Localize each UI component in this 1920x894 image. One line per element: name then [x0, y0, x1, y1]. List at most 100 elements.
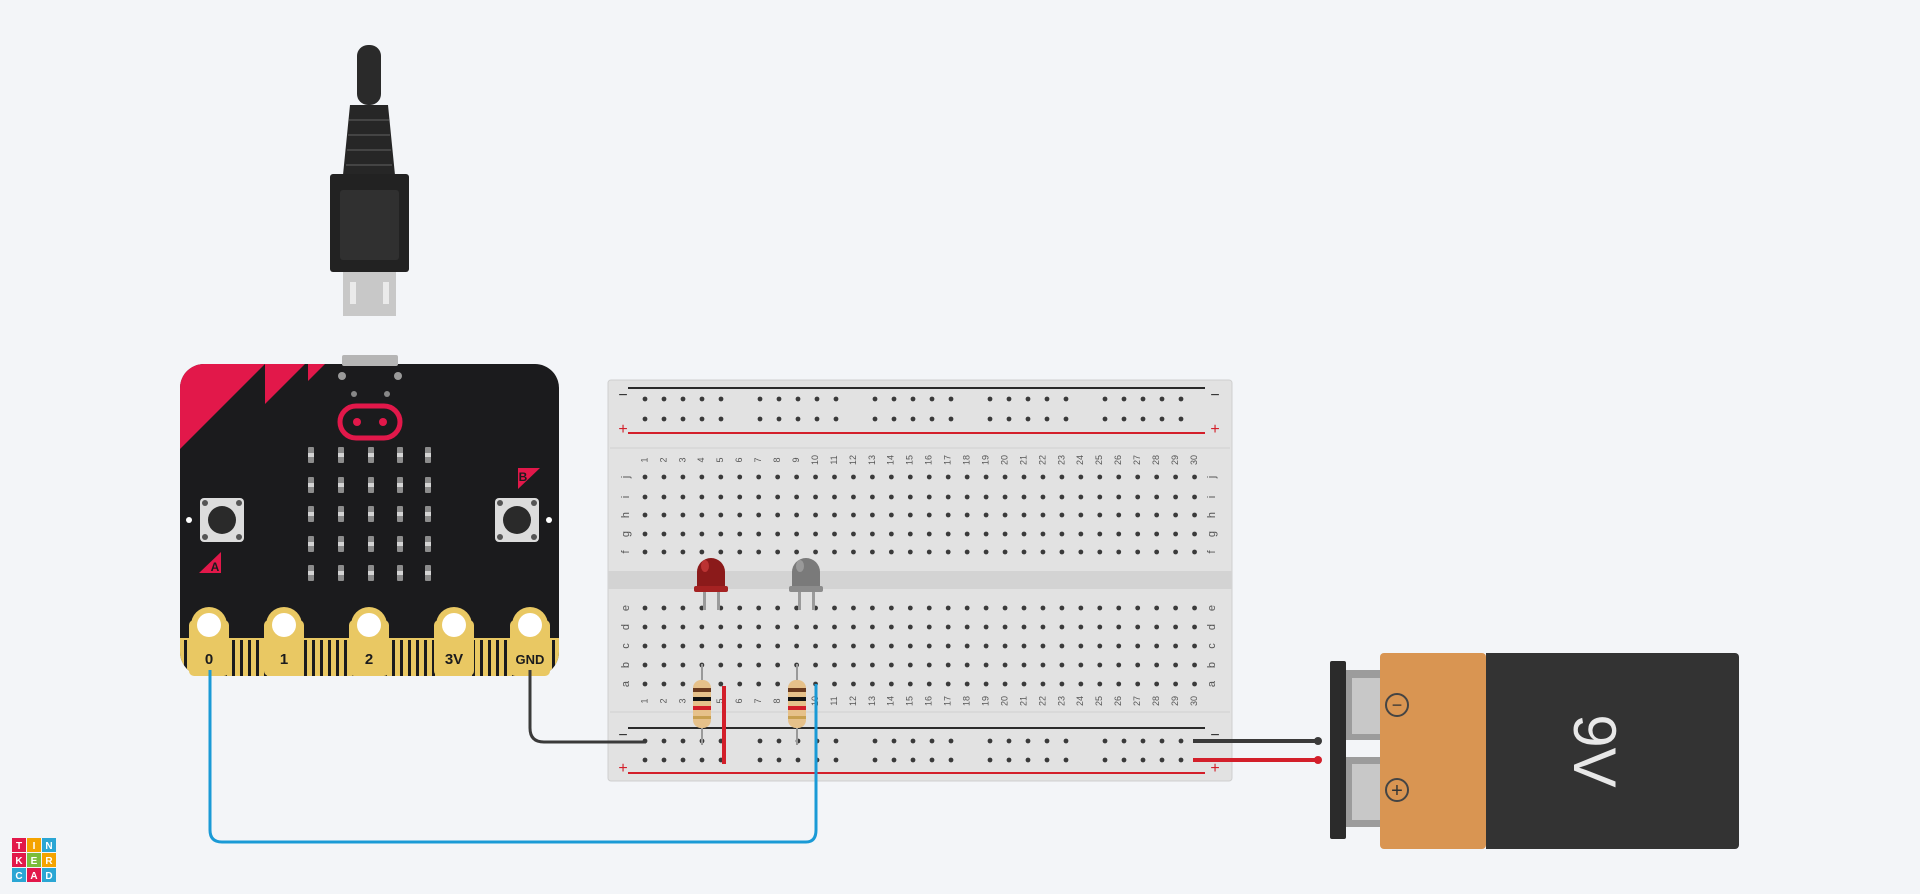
rail-hole[interactable]	[948, 738, 954, 744]
rail-hole[interactable]	[1006, 757, 1012, 763]
rail-hole[interactable]	[1044, 738, 1050, 744]
breadboard-hole[interactable]	[851, 549, 856, 555]
breadboard-hole[interactable]	[907, 474, 913, 480]
breadboard-hole[interactable]	[945, 549, 951, 555]
led-off[interactable]	[789, 558, 823, 610]
rail-hole[interactable]	[872, 416, 878, 422]
breadboard-hole[interactable]	[870, 605, 875, 611]
breadboard-hole[interactable]	[813, 662, 818, 668]
breadboard-hole[interactable]	[1040, 624, 1046, 630]
breadboard-hole[interactable]	[1002, 549, 1008, 555]
breadboard-hole[interactable]	[1116, 549, 1122, 555]
breadboard-hole[interactable]	[699, 643, 705, 649]
breadboard-hole[interactable]	[680, 605, 686, 611]
rail-hole[interactable]	[1044, 396, 1050, 402]
rail-hole[interactable]	[1102, 757, 1108, 763]
breadboard-hole[interactable]	[926, 605, 932, 611]
breadboard-hole[interactable]	[1040, 605, 1046, 611]
breadboard-hole[interactable]	[775, 494, 781, 500]
breadboard-hole[interactable]	[926, 512, 932, 518]
breadboard-hole[interactable]	[1154, 624, 1160, 630]
breadboard-hole[interactable]	[661, 605, 667, 611]
breadboard-hole[interactable]	[907, 662, 913, 668]
breadboard-hole[interactable]	[983, 512, 989, 518]
rail-hole[interactable]	[757, 738, 763, 744]
breadboard-hole[interactable]	[661, 531, 667, 537]
rail-hole[interactable]	[680, 416, 686, 422]
breadboard-hole[interactable]	[964, 643, 970, 649]
breadboard-hole[interactable]	[718, 643, 724, 649]
breadboard-hole[interactable]	[1097, 494, 1103, 500]
breadboard[interactable]: − − + + − − + + 112233445566778899101011…	[607, 379, 1233, 782]
breadboard-hole[interactable]	[832, 662, 837, 668]
breadboard-hole[interactable]	[1135, 681, 1141, 687]
rail-hole[interactable]	[1178, 396, 1184, 402]
breadboard-hole[interactable]	[851, 662, 856, 668]
breadboard-hole[interactable]	[1154, 605, 1160, 611]
rail-hole[interactable]	[929, 396, 935, 402]
breadboard-hole[interactable]	[718, 474, 724, 480]
breadboard-hole[interactable]	[813, 494, 818, 500]
rail-hole[interactable]	[814, 416, 820, 422]
breadboard-hole[interactable]	[661, 549, 667, 555]
rail-hole[interactable]	[776, 757, 782, 763]
breadboard-hole[interactable]	[1002, 643, 1008, 649]
breadboard-hole[interactable]	[964, 531, 970, 537]
breadboard-hole[interactable]	[832, 605, 837, 611]
rail-hole[interactable]	[929, 416, 935, 422]
rail-hole[interactable]	[872, 396, 878, 402]
breadboard-hole[interactable]	[756, 681, 762, 687]
breadboard-hole[interactable]	[680, 681, 686, 687]
breadboard-hole[interactable]	[794, 643, 799, 649]
breadboard-hole[interactable]	[1154, 474, 1160, 480]
pin-pgnd[interactable]: GND	[510, 607, 550, 676]
breadboard-hole[interactable]	[642, 549, 648, 555]
rail-hole[interactable]	[1140, 738, 1146, 744]
breadboard-hole[interactable]	[737, 474, 743, 480]
breadboard-hole[interactable]	[851, 681, 856, 687]
breadboard-hole[interactable]	[699, 512, 705, 518]
breadboard-hole[interactable]	[1173, 549, 1178, 555]
breadboard-hole[interactable]	[907, 494, 913, 500]
rail-hole[interactable]	[1025, 396, 1031, 402]
breadboard-hole[interactable]	[1116, 531, 1122, 537]
breadboard-hole[interactable]	[1002, 624, 1008, 630]
breadboard-hole[interactable]	[1116, 643, 1122, 649]
rail-hole[interactable]	[642, 396, 648, 402]
rail-hole[interactable]	[1178, 738, 1184, 744]
breadboard-hole[interactable]	[1021, 681, 1027, 687]
breadboard-hole[interactable]	[1002, 494, 1008, 500]
breadboard-hole[interactable]	[661, 494, 667, 500]
wires[interactable]	[208, 670, 1322, 844]
breadboard-hole[interactable]	[1192, 662, 1197, 668]
breadboard-hole[interactable]	[718, 531, 724, 537]
breadboard-hole[interactable]	[945, 662, 951, 668]
rail-hole[interactable]	[680, 757, 686, 763]
breadboard-hole[interactable]	[1116, 624, 1122, 630]
breadboard-hole[interactable]	[794, 494, 799, 500]
button-b[interactable]	[495, 498, 539, 542]
breadboard-hole[interactable]	[794, 531, 799, 537]
rail-hole[interactable]	[699, 757, 705, 763]
breadboard-hole[interactable]	[1021, 643, 1027, 649]
resistor-1[interactable]	[693, 664, 711, 745]
breadboard-hole[interactable]	[737, 512, 743, 518]
breadboard-hole[interactable]	[1192, 643, 1197, 649]
breadboard-hole[interactable]	[1135, 624, 1141, 630]
rail-hole[interactable]	[872, 738, 878, 744]
breadboard-hole[interactable]	[1135, 474, 1141, 480]
breadboard-hole[interactable]	[870, 662, 875, 668]
breadboard-hole[interactable]	[964, 662, 970, 668]
breadboard-hole[interactable]	[1192, 512, 1197, 518]
breadboard-hole[interactable]	[737, 549, 743, 555]
battery-9v[interactable]: − + 9V	[1330, 653, 1739, 849]
breadboard-hole[interactable]	[737, 662, 743, 668]
breadboard-hole[interactable]	[661, 643, 667, 649]
breadboard-hole[interactable]	[661, 474, 667, 480]
breadboard-hole[interactable]	[661, 624, 667, 630]
breadboard-hole[interactable]	[1021, 512, 1027, 518]
breadboard-hole[interactable]	[1059, 681, 1065, 687]
breadboard-hole[interactable]	[1154, 549, 1160, 555]
breadboard-hole[interactable]	[888, 549, 894, 555]
breadboard-hole[interactable]	[756, 494, 762, 500]
